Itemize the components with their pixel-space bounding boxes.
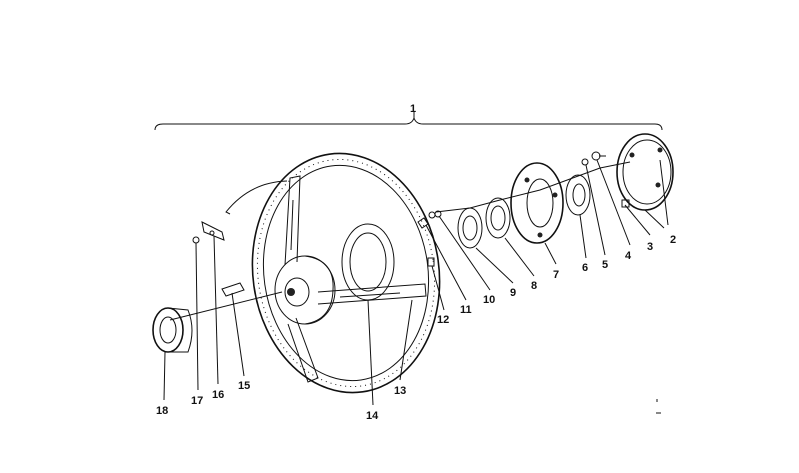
contact-spring-15 xyxy=(221,282,245,297)
washer-6 xyxy=(565,174,591,216)
callout-14: 14 xyxy=(366,410,379,422)
steering-wheel-rim xyxy=(251,152,441,394)
callout-17: 17 xyxy=(191,395,203,407)
callout-2: 2 xyxy=(670,234,676,246)
callout-1: 1 xyxy=(410,103,416,115)
wheel-hub xyxy=(274,255,336,325)
horn-wire xyxy=(225,180,288,215)
hub-bushing-18 xyxy=(152,307,193,353)
edge-marks xyxy=(656,399,661,414)
callout-labels: 1 2 3 4 5 6 7 8 9 10 11 12 13 14 15 16 1… xyxy=(156,103,676,422)
horn-contact-16-17 xyxy=(192,221,225,244)
ring-part-8 xyxy=(485,197,511,239)
callout-16: 16 xyxy=(212,389,224,401)
callout-6: 6 xyxy=(582,262,588,274)
callout-15: 15 xyxy=(238,380,250,392)
leader-lines xyxy=(163,112,669,406)
callout-5: 5 xyxy=(602,259,608,271)
callout-18: 18 xyxy=(156,405,168,417)
callout-7: 7 xyxy=(553,269,559,281)
callout-3: 3 xyxy=(647,241,653,253)
contact-parts-12-13 xyxy=(417,210,442,267)
callout-4: 4 xyxy=(625,250,632,262)
ring-part-9 xyxy=(457,207,483,249)
callout-8: 8 xyxy=(531,280,537,292)
callout-9: 9 xyxy=(510,287,516,299)
callout-13: 13 xyxy=(394,385,406,397)
wheel-spokes xyxy=(284,175,427,383)
assembly-bracket xyxy=(154,116,663,131)
base-plate-7 xyxy=(510,162,564,244)
callout-12: 12 xyxy=(437,314,449,326)
callout-10: 10 xyxy=(483,294,495,306)
callout-11: 11 xyxy=(460,304,472,316)
screws-4-5 xyxy=(581,151,606,166)
